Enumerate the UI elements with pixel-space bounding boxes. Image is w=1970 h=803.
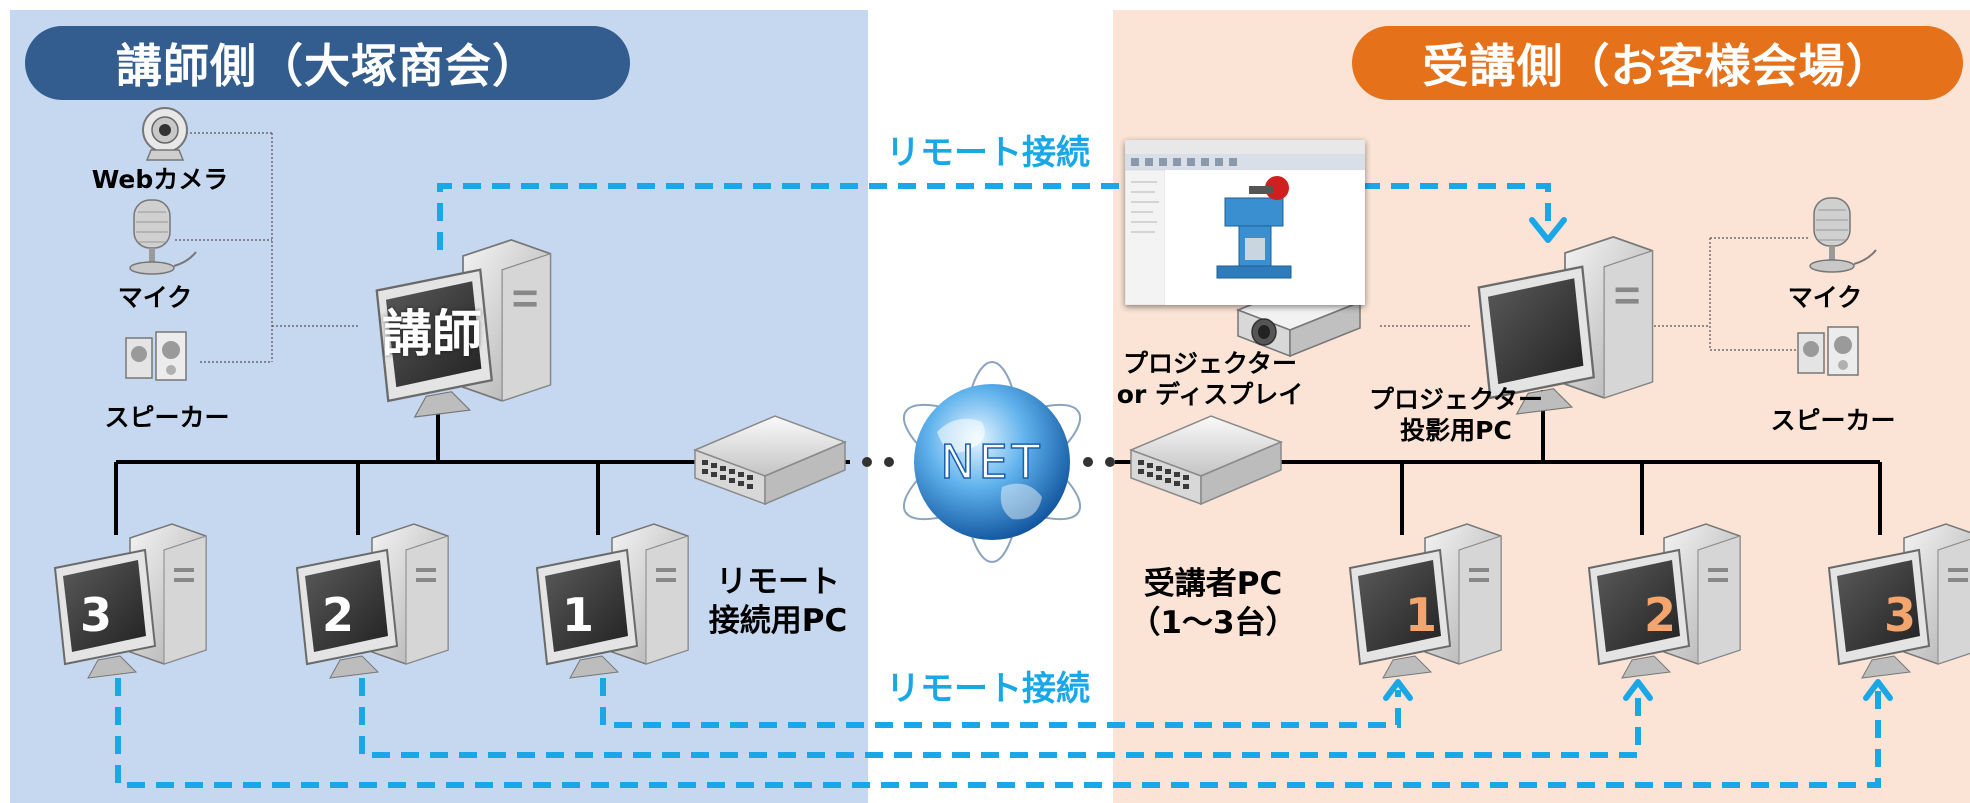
- teacher-label: 講師: [382, 305, 482, 363]
- student-pc-label-line1: 受講者PC: [1143, 566, 1283, 602]
- remote-pc-3-number: 3: [79, 588, 113, 642]
- microphone-label: マイク: [117, 283, 193, 312]
- remote-connection-bottom-label: リモート接続: [886, 669, 1090, 709]
- speaker-label: スピーカー: [104, 403, 230, 432]
- remote-pc-1-icon: [536, 523, 689, 679]
- remote-connection-lines: [115, 183, 1881, 788]
- remote-pc-label-line1: リモート: [715, 564, 840, 600]
- speaker-icon: [125, 331, 187, 381]
- microphone-icon: [1809, 197, 1877, 273]
- projection-pc-label-line2: 投影用PC: [1400, 416, 1512, 446]
- remote-connection-top-label: リモート接続: [886, 133, 1090, 173]
- network-switch-icon: [694, 415, 846, 505]
- remote-arrowheads: [1383, 217, 1893, 701]
- projection-pc-label-line1: プロジェクター: [1368, 385, 1544, 414]
- student-pc-label-line2: （1～3台）: [1129, 604, 1297, 641]
- student-pc-3-number: 3: [1883, 588, 1917, 642]
- remote-pc-1-number: 1: [561, 588, 595, 642]
- net-label: NET: [939, 434, 1044, 490]
- peripheral-connectors: [175, 132, 1808, 363]
- remote-pc-3-icon: [54, 523, 207, 679]
- remote-pc-2-icon: [296, 523, 449, 679]
- remote-pc-label: リモート 接続用PC: [709, 563, 847, 641]
- network-switch-icon: [1130, 415, 1282, 505]
- webcam-label: Webカメラ: [91, 165, 229, 194]
- teacher-side-header: 講師側（大塚商会）: [25, 26, 630, 100]
- microphone-label-right: マイク: [1787, 283, 1863, 312]
- projector-label-line1: プロジェクター: [1122, 349, 1297, 378]
- student-pc-label: 受講者PC （1～3台）: [1129, 565, 1296, 643]
- speaker-label-right: スピーカー: [1770, 406, 1896, 435]
- speaker-icon: [1797, 326, 1859, 376]
- cad-screenshot: [1124, 140, 1365, 306]
- student-pc-2-number: 2: [1643, 588, 1677, 642]
- globe-connection-dots: [862, 457, 1115, 467]
- student-pc-1-number: 1: [1404, 588, 1438, 642]
- remote-pc-label-line2: 接続用PC: [708, 602, 848, 639]
- student-side-header: 受講側（お客様会場）: [1352, 26, 1963, 100]
- projector-label: プロジェクター or ディスプレイ: [1117, 348, 1303, 411]
- globe-icon: [902, 361, 1082, 563]
- webcam-icon: [142, 107, 188, 161]
- projector-label-line2: or ディスプレイ: [1116, 380, 1304, 410]
- projection-pc-label: プロジェクター 投影用PC: [1369, 384, 1543, 447]
- microphone-icon: [129, 199, 197, 275]
- remote-pc-2-number: 2: [321, 588, 355, 642]
